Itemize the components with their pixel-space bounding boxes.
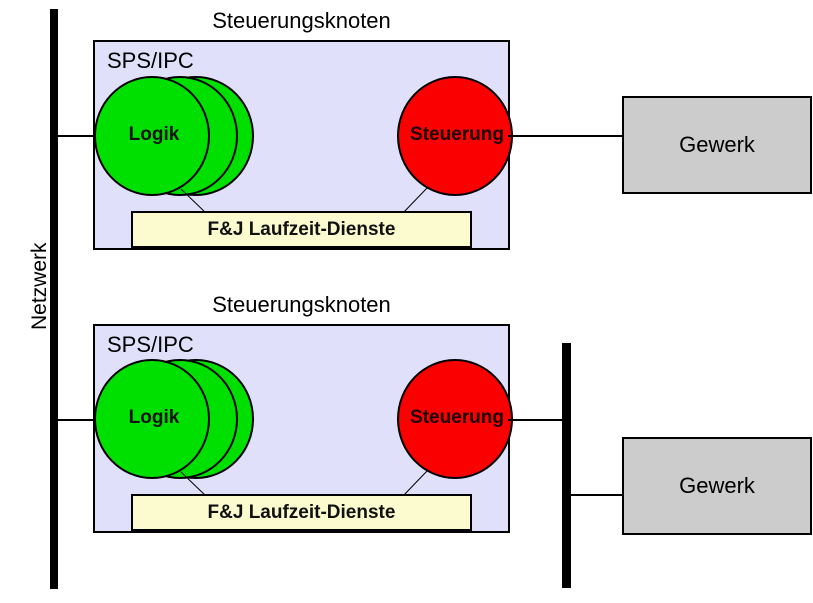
wire-bus-to-logic-2 (56, 419, 96, 421)
network-bus-secondary (562, 343, 571, 588)
node-box-label-1: SPS/IPC (107, 48, 194, 73)
control-circle-2: Steuerung (397, 359, 513, 479)
wire-control-to-plant-1 (508, 135, 624, 137)
services-box-2: F&J Laufzeit-Dienste (131, 494, 472, 531)
plant-box-2: Gewerk (622, 437, 812, 535)
node-box-label-2: SPS/IPC (107, 332, 194, 357)
plant-label-1: Gewerk (679, 132, 755, 157)
node-title-1: Steuerungsknoten (212, 8, 391, 33)
logic-label-2: Logik (128, 407, 180, 428)
leader-control-to-services-2 (401, 469, 429, 498)
services-label-2: F&J Laufzeit-Dienste (207, 501, 396, 523)
node-title-2: Steuerungsknoten (212, 292, 391, 317)
plant-box-1: Gewerk (622, 96, 812, 194)
services-label-1: F&J Laufzeit-Dienste (207, 218, 396, 240)
network-bus-left (50, 9, 58, 589)
wire-bus-to-logic-1 (56, 135, 96, 137)
logic-disc-front: Logik (94, 76, 210, 196)
logic-disc-front: Logik (94, 359, 210, 479)
control-label-2: Steuerung (410, 407, 504, 428)
plant-label-2: Gewerk (679, 473, 755, 498)
leader-control-to-services-1 (401, 186, 429, 215)
leader-logic-to-services-2 (180, 471, 208, 498)
logic-label-1: Logik (128, 124, 180, 145)
logic-disc-stack-1: Logik (94, 76, 254, 196)
leader-logic-to-services-1 (180, 188, 208, 215)
services-box-1: F&J Laufzeit-Dienste (131, 211, 472, 248)
wire-control-to-bus-2 (508, 419, 566, 421)
network-bus-label: Netzwerk (28, 242, 51, 330)
wire-bus-to-plant-2 (569, 494, 624, 496)
control-circle-1: Steuerung (397, 76, 513, 196)
control-label-1: Steuerung (410, 124, 504, 145)
logic-disc-stack-2: Logik (94, 359, 254, 479)
